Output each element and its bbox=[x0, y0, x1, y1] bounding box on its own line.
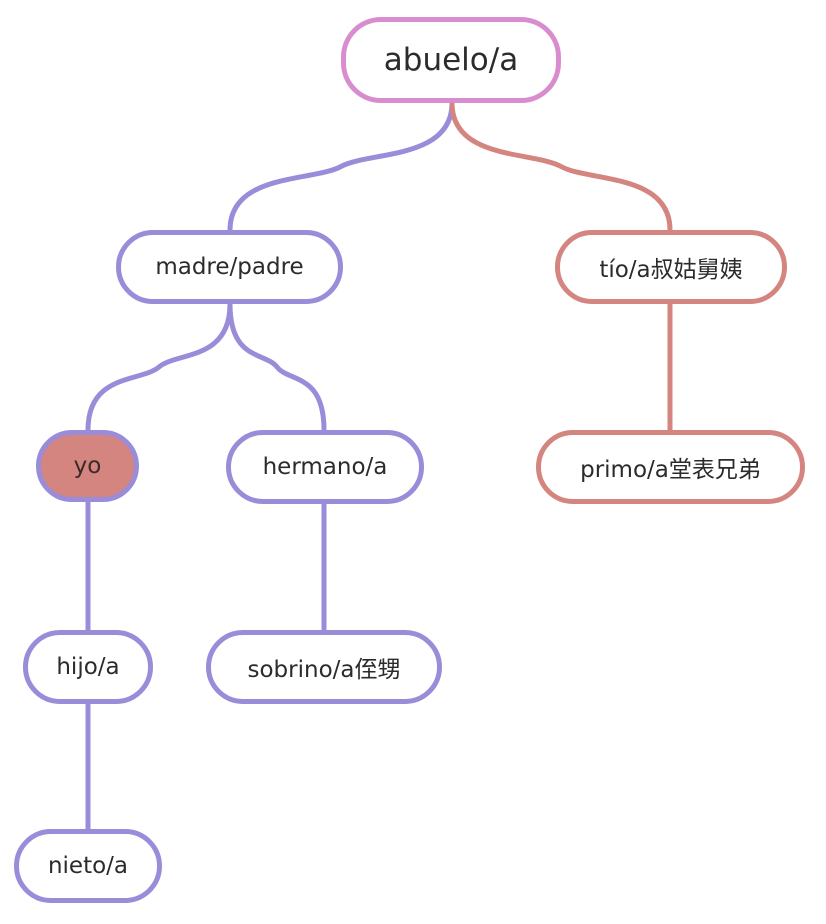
node-yo[interactable]: yo bbox=[36, 430, 139, 502]
node-hijo[interactable]: hijo/a bbox=[23, 630, 153, 704]
node-tio[interactable]: tío/a叔姑舅姨 bbox=[555, 230, 787, 304]
node-sobrino[interactable]: sobrino/a侄甥 bbox=[206, 630, 442, 704]
node-label: nieto/a bbox=[47, 853, 129, 879]
edge-madre_padre-hermano bbox=[227, 301, 327, 433]
node-label: primo/a堂表兄弟 bbox=[580, 457, 761, 483]
node-primo[interactable]: primo/a堂表兄弟 bbox=[536, 430, 805, 504]
node-abuelo[interactable]: abuelo/a bbox=[341, 17, 561, 103]
node-nieto[interactable]: nieto/a bbox=[14, 829, 162, 903]
node-label: yo bbox=[73, 453, 102, 479]
edge-root-tio bbox=[449, 100, 673, 233]
node-hermano[interactable]: hermano/a bbox=[226, 430, 424, 504]
node-madre-padre[interactable]: madre/padre bbox=[116, 230, 343, 304]
node-label: madre/padre bbox=[155, 254, 304, 280]
node-label: tío/a叔姑舅姨 bbox=[599, 257, 743, 283]
edge-root-madre_padre bbox=[227, 100, 455, 233]
edge-madre_padre-yo bbox=[85, 301, 233, 433]
node-label: abuelo/a bbox=[383, 42, 519, 78]
node-label: hijo/a bbox=[56, 654, 120, 680]
node-label: sobrino/a侄甥 bbox=[247, 657, 401, 683]
node-label: hermano/a bbox=[262, 454, 388, 480]
